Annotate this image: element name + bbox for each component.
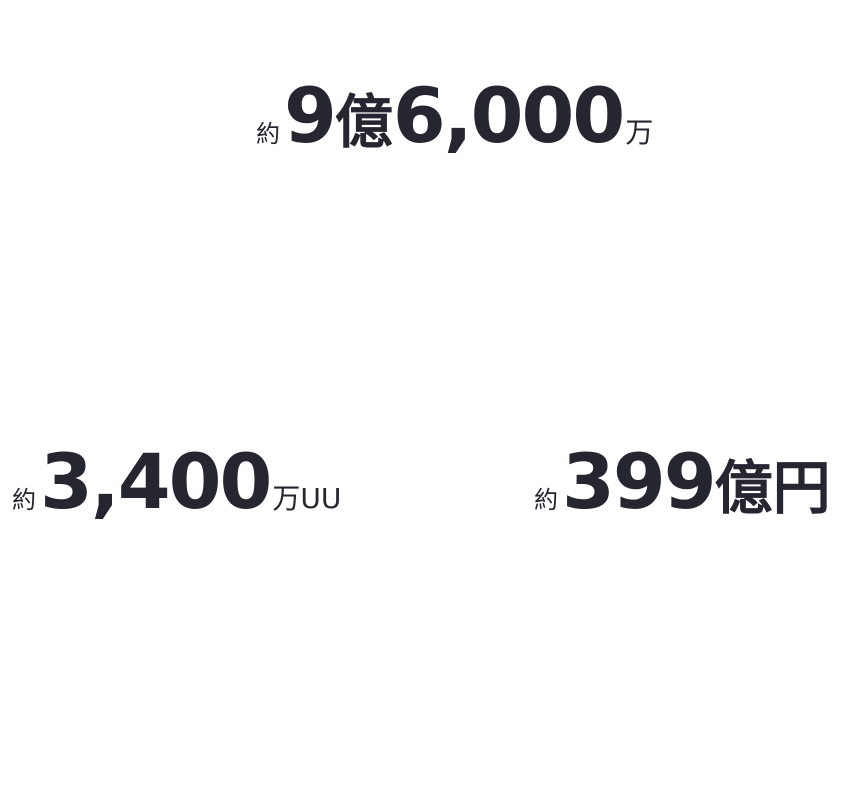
stat-prefix: 約 — [12, 486, 36, 514]
stat-prefix: 約 — [534, 486, 558, 514]
stat-amount-yen: 約399億円 — [534, 444, 831, 520]
stat-prefix: 約 — [256, 120, 280, 148]
stat-number-part-b: 6,000 — [392, 71, 625, 160]
stat-unique-users: 約3,400万UU — [12, 444, 341, 520]
stat-number: 399 — [562, 437, 717, 526]
stat-suffix: 万UU — [272, 482, 342, 515]
stat-number-part-a: 9 — [284, 71, 337, 160]
stat-total-volume: 約9億6,000万 — [256, 78, 653, 154]
stat-suffix: 億円 — [714, 454, 831, 522]
stat-kanji-unit: 億 — [334, 88, 393, 156]
stat-number: 3,400 — [40, 437, 272, 526]
stat-suffix: 万 — [625, 116, 654, 149]
